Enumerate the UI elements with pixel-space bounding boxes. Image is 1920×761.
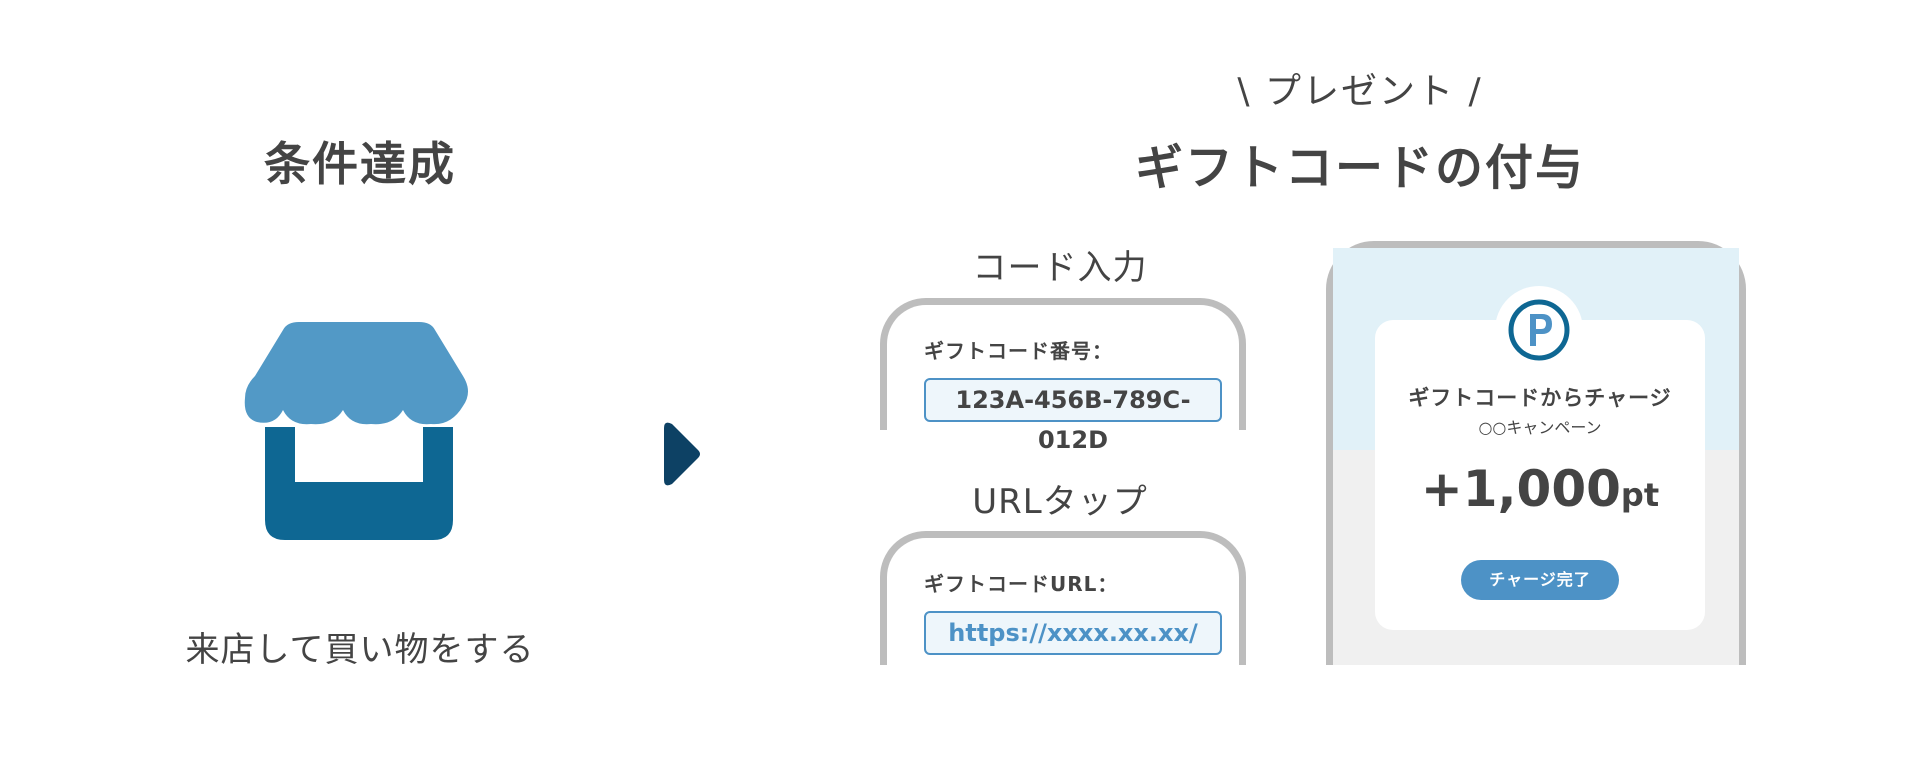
gift-code-title: ギフトコードの付与: [1134, 140, 1585, 196]
points-value: +1,000pt: [1375, 460, 1705, 518]
gift-code-url-link[interactable]: https://xxxx.xx.xx/: [924, 611, 1222, 655]
store-icon: [244, 322, 468, 540]
gift-code-number-label: ギフトコード番号：: [924, 339, 1113, 363]
points-unit: pt: [1620, 476, 1660, 514]
gift-code-url-label: ギフトコードURL：: [924, 572, 1119, 596]
arrow-right-icon: [664, 422, 700, 486]
charge-title: ギフトコードからチャージ: [1408, 386, 1672, 410]
present-label: \ プレゼント /: [1237, 71, 1483, 112]
p-points-icon: [1508, 299, 1570, 361]
gift-code-field[interactable]: 123A-456B-789C-012D: [924, 378, 1222, 454]
condition-caption: 来店して買い物をする: [185, 630, 535, 670]
campaign-label: ○○キャンペーン: [1478, 418, 1602, 437]
points-badge: [1495, 286, 1583, 374]
phone-url-tap: ギフトコードURL： https://xxxx.xx.xx/: [880, 531, 1246, 665]
charge-complete-button[interactable]: チャージ完了: [1461, 560, 1619, 600]
condition-title: 条件達成: [264, 137, 456, 191]
url-tap-label: URLタップ: [972, 482, 1148, 522]
points-number: +1,000: [1420, 460, 1621, 518]
phone-charge-screen: ギフトコードからチャージ ○○キャンペーン +1,000pt チャージ完了: [1326, 241, 1746, 665]
phone-code-input: ギフトコード番号： 123A-456B-789C-012D: [880, 298, 1246, 454]
code-input-label: コード入力: [972, 248, 1148, 288]
